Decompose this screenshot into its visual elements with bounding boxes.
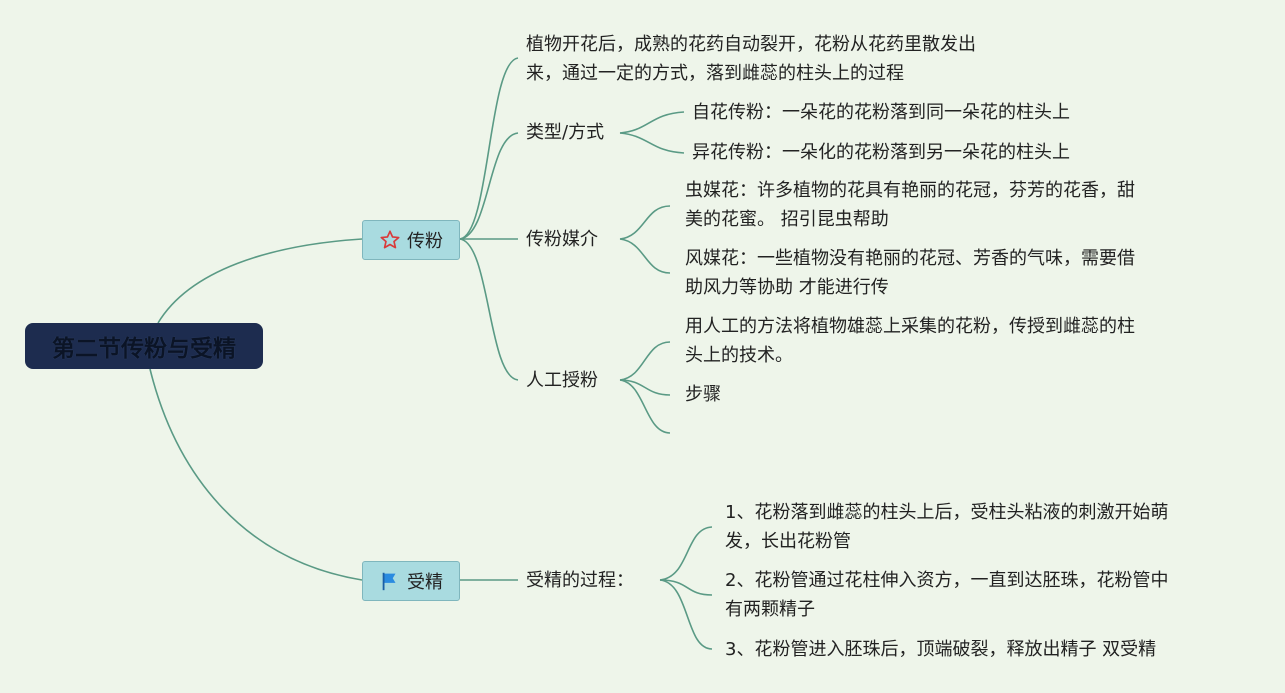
connector-process-step1 — [659, 526, 713, 581]
root-label: 第二节传粉与受精 — [52, 336, 236, 362]
connector-artificial-steps — [619, 379, 671, 396]
topic-cross-pollination[interactable]: 异花传粉：一朵化的花粉落到另一朵花的柱头上 — [692, 138, 1070, 167]
text-line: 植物开花后，成熟的花药自动裂开，花粉从花药里散发出 — [526, 34, 976, 55]
text-line: 2、花粉管通过花柱伸入资方，一直到达胚珠，花粉管中 — [725, 570, 1169, 591]
text-line: 美的花蜜。 招引昆虫帮助 — [685, 209, 889, 230]
text-line: 虫媒花：许多植物的花具有艳丽的花冠，芬芳的花香，甜 — [685, 180, 1135, 201]
topic-media[interactable]: 传粉媒介 — [526, 225, 598, 254]
topic-types[interactable]: 类型/方式 — [526, 118, 604, 147]
connector-artificial-empty — [619, 379, 671, 434]
connector-pollination-types — [459, 132, 519, 240]
topic-fertilization-process[interactable]: 受精的过程： — [526, 566, 634, 595]
text-line: 有两颗精子 — [725, 599, 815, 620]
branch-pollination-label: 传粉 — [407, 231, 443, 252]
connector-pollination-artificial — [459, 238, 519, 381]
text-line: 1、花粉落到雌蕊的柱头上后，受柱头粘液的刺激开始萌 — [725, 502, 1169, 523]
topic-artificial[interactable]: 人工授粉 — [526, 366, 598, 395]
branch-fertilization-label: 受精 — [407, 572, 443, 593]
topic-self-pollination-text: 自花传粉：一朵花的花粉落到同一朵花的柱头上 — [692, 102, 1070, 123]
connector-media-insect — [619, 205, 671, 240]
topic-artificial-steps[interactable]: 步骤 — [685, 380, 721, 409]
topic-media-label: 传粉媒介 — [526, 229, 598, 250]
text-line: 助风力等协助 才能进行传 — [685, 277, 889, 298]
topic-step-3-text: 3、花粉管进入胚珠后，顶端破裂，释放出精子 双受精 — [725, 639, 1157, 660]
topic-artificial-definition[interactable]: 用人工的方法将植物雄蕊上采集的花粉，传授到雌蕊的柱 头上的技术。 — [685, 312, 1135, 370]
topic-step-2[interactable]: 2、花粉管通过花柱伸入资方，一直到达胚珠，花粉管中 有两颗精子 — [725, 566, 1168, 624]
text-line: 发，长出花粉管 — [725, 531, 851, 552]
connector-types-self — [619, 111, 685, 134]
star-icon — [379, 229, 401, 251]
connector-process-step2 — [659, 579, 713, 596]
topic-pollination-definition[interactable]: 植物开花后，成熟的花药自动裂开，花粉从花药里散发出 来，通过一定的方式，落到雌蕊… — [526, 30, 976, 88]
topic-self-pollination[interactable]: 自花传粉：一朵花的花粉落到同一朵花的柱头上 — [692, 98, 1070, 127]
text-line: 头上的技术。 — [685, 345, 793, 366]
topic-step-3[interactable]: 3、花粉管进入胚珠后，顶端破裂，释放出精子 双受精 — [725, 635, 1156, 664]
text-line: 来，通过一定的方式，落到雌蕊的柱头上的过程 — [526, 63, 904, 84]
connector-media-wind — [619, 238, 671, 274]
branch-pollination[interactable]: 传粉 — [362, 220, 460, 260]
connector-types-cross — [619, 132, 685, 154]
connector-artificial-definition — [619, 341, 671, 381]
topic-fertilization-process-label: 受精的过程： — [526, 570, 634, 591]
text-line: 风媒花：一些植物没有艳丽的花冠、芳香的气味，需要借 — [685, 248, 1135, 269]
connector-pollination-definition — [459, 57, 519, 240]
topic-artificial-label: 人工授粉 — [526, 370, 598, 391]
topic-types-label: 类型/方式 — [526, 122, 605, 143]
topic-insect-pollinated[interactable]: 虫媒花：许多植物的花具有艳丽的花冠，芬芳的花香，甜 美的花蜜。 招引昆虫帮助 — [685, 176, 1135, 234]
topic-cross-pollination-text: 异花传粉：一朵化的花粉落到另一朵花的柱头上 — [692, 142, 1070, 163]
root-topic[interactable]: 第二节传粉与受精 — [25, 323, 263, 369]
connector-root-pollination — [157, 238, 363, 324]
connector-root-fertilization — [149, 368, 363, 581]
topic-artificial-steps-text: 步骤 — [685, 384, 721, 405]
topic-step-1[interactable]: 1、花粉落到雌蕊的柱头上后，受柱头粘液的刺激开始萌 发，长出花粉管 — [725, 498, 1168, 556]
text-line: 用人工的方法将植物雄蕊上采集的花粉，传授到雌蕊的柱 — [685, 316, 1135, 337]
branch-fertilization[interactable]: 受精 — [362, 561, 460, 601]
flag-icon — [379, 570, 401, 592]
connector-process-step3 — [659, 579, 713, 650]
topic-wind-pollinated[interactable]: 风媒花：一些植物没有艳丽的花冠、芳香的气味，需要借 助风力等协助 才能进行传 — [685, 244, 1135, 302]
